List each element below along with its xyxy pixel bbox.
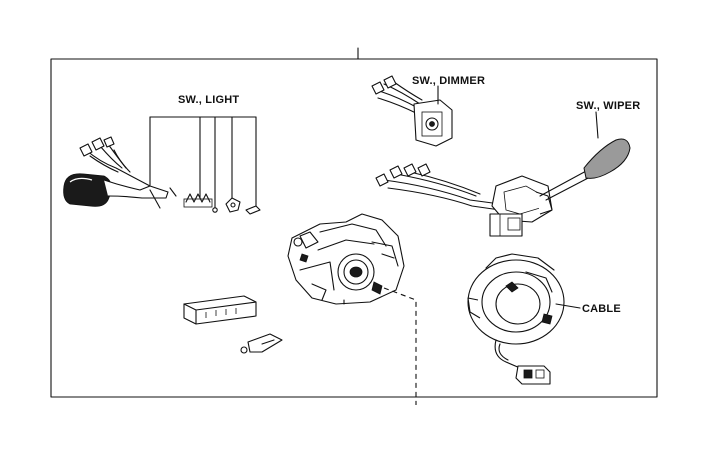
label-sw-wiper: SW., WIPER	[576, 100, 640, 112]
dimmer-switch	[371, 75, 453, 147]
small-bracket	[240, 333, 283, 354]
diagram-frame	[50, 47, 658, 398]
combination-switch-body	[287, 213, 417, 405]
connector-block	[183, 295, 257, 325]
label-sw-dimmer: SW., DIMMER	[412, 75, 485, 87]
label-cable: CABLE	[582, 303, 621, 315]
wiper-switch	[375, 111, 631, 237]
light-switch-group	[63, 116, 261, 215]
label-sw-light: SW., LIGHT	[178, 94, 239, 106]
spiral-cable	[467, 253, 581, 385]
